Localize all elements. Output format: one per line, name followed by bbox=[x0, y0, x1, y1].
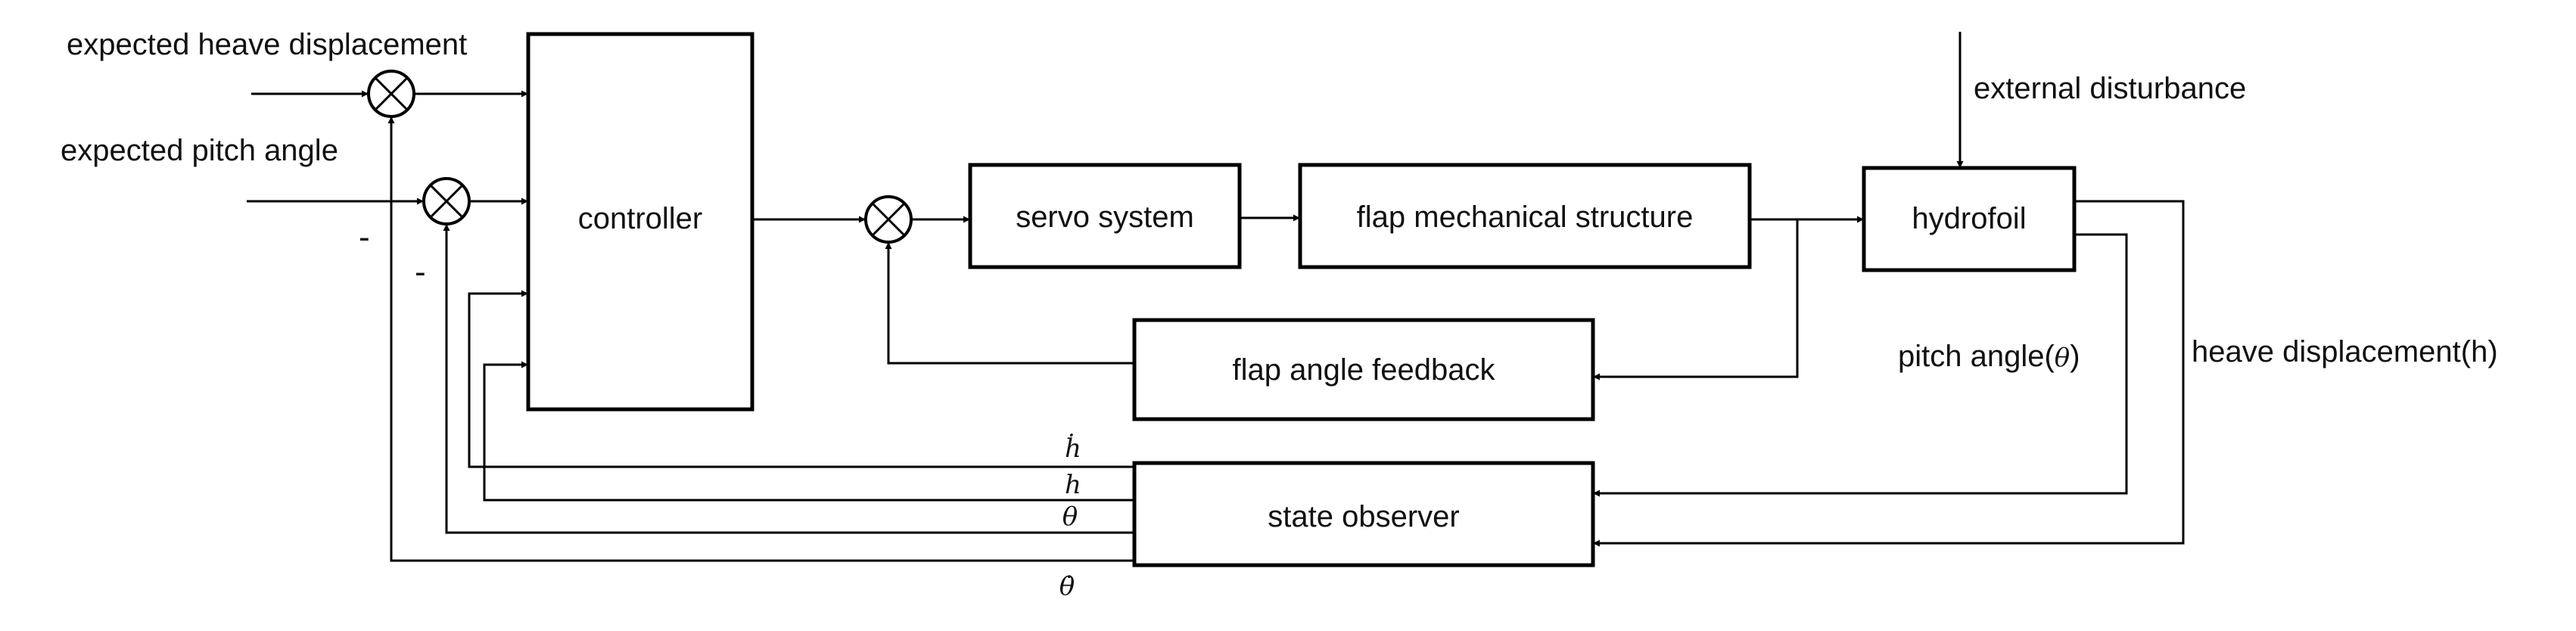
controller-label: controller bbox=[578, 202, 703, 235]
theta-dot-feedback-arrow bbox=[387, 117, 1134, 562]
h-dot-signal-label: ḣ bbox=[1065, 434, 1081, 464]
heave-minus-sign: - bbox=[359, 219, 370, 256]
h-signal-label: h bbox=[1065, 470, 1081, 500]
pitch-summing-junction bbox=[422, 177, 471, 225]
flap-angle-measure-arrow bbox=[1593, 219, 1799, 381]
servo-system-label: servo system bbox=[1016, 200, 1194, 234]
expected-pitch-angle-label: expected pitch angle bbox=[61, 134, 338, 167]
theta-dot-signal-label: θ̇ bbox=[1059, 571, 1075, 601]
pitch-angle-output-arrow bbox=[1593, 233, 2128, 497]
controller-block bbox=[526, 32, 754, 412]
flap-mechanical-structure-block bbox=[1298, 163, 1752, 269]
external-disturbance-label: external disturbance bbox=[1974, 72, 2246, 105]
heave-summing-junction bbox=[367, 70, 415, 118]
h-feedback-arrow bbox=[483, 361, 1134, 502]
pitch-angle-output-label: pitch angle(θ) bbox=[1898, 340, 2080, 373]
flap-angle-feedback-label: flap angle feedback bbox=[1233, 353, 1496, 387]
hydrofoil-label: hydrofoil bbox=[1912, 202, 2026, 235]
expected-heave-displacement-label: expected heave displacement bbox=[67, 28, 467, 61]
theta-feedback-arrow bbox=[443, 224, 1134, 534]
heave-displacement-output-label: heave displacement(h) bbox=[2192, 335, 2498, 368]
state-observer-block bbox=[1132, 461, 1595, 567]
flap-summing-junction bbox=[864, 195, 913, 244]
hydrofoil-block bbox=[1862, 166, 2077, 272]
flap-angle-feedback-block bbox=[1132, 318, 1595, 421]
heave-displacement-output-arrow bbox=[1593, 200, 2185, 547]
state-observer-label: state observer bbox=[1268, 500, 1459, 533]
servo-system-block bbox=[968, 163, 1242, 269]
flap-feedback-return-arrow bbox=[885, 242, 1134, 365]
theta-signal-label: θ bbox=[1062, 502, 1078, 532]
h-dot-feedback-arrow bbox=[468, 290, 1134, 468]
pitch-minus-sign: - bbox=[415, 253, 426, 291]
flap-mechanical-structure-label: flap mechanical structure bbox=[1357, 200, 1694, 234]
